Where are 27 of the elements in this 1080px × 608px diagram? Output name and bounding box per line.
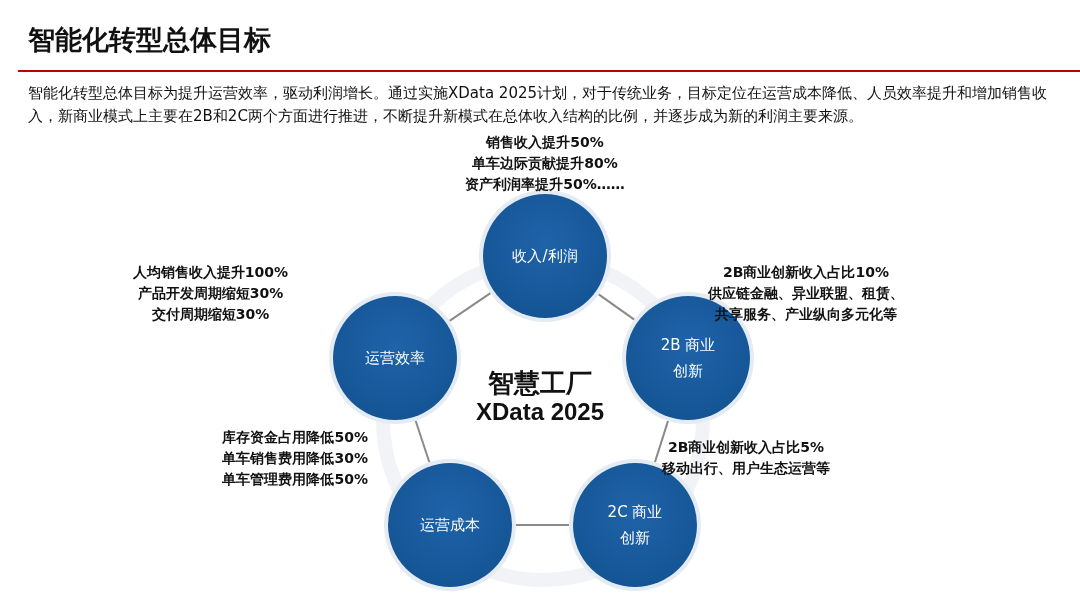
target-text: 资产利润率提升50%…… bbox=[464, 175, 626, 194]
connector-line bbox=[414, 419, 431, 464]
page-title: 智能化转型总体目标 bbox=[28, 23, 271, 57]
target-text: 单车销售费用降低30% bbox=[221, 449, 368, 468]
center-title: 智慧工厂 bbox=[487, 367, 593, 400]
target-text: 单车边际贡献提升80% bbox=[471, 154, 619, 173]
target-text: 库存资金占用降低50% bbox=[221, 428, 368, 447]
intro-paragraph: 智能化转型总体目标为提升运营效率，驱动利润增长。通过实施XData 2025计划，对于传统业务，目标定位在运营成本降低、人员效率提升和增加销售收入，新商业模式上主要在2B和2C两个方面进行推进，不断提升新模式在总体收入结构的比例，并逐步成为新的利润主要来源。 bbox=[28, 83, 1049, 127]
target-text: 2B商业创新收入占比10% bbox=[722, 263, 890, 282]
target-text: 2B商业创新收入占比5% bbox=[666, 438, 826, 457]
circle-label: 运营效率 bbox=[365, 348, 425, 369]
connector-line bbox=[515, 524, 570, 526]
circle-label: 收入/利润 bbox=[512, 246, 578, 267]
connector-line bbox=[597, 293, 636, 321]
circle-label: 2C 商业创新 bbox=[606, 502, 664, 549]
connector-line bbox=[653, 419, 670, 464]
target-text: 产品开发周期缩短30% bbox=[136, 284, 285, 303]
circle-label: 运营成本 bbox=[420, 515, 480, 536]
target-text: 交付周期缩短30% bbox=[150, 305, 271, 324]
connector-line bbox=[448, 292, 492, 322]
center-subtitle: XData 2025 bbox=[474, 398, 606, 426]
target-text: 供应链金融、异业联盟、租赁、共享服务、产业纵向多元化等 bbox=[707, 284, 905, 324]
target-text: 移动出行、用户生态运营等 bbox=[660, 459, 831, 478]
target-text: 单车管理费用降低50% bbox=[221, 470, 368, 489]
circle-label: 2B 商业创新 bbox=[659, 335, 717, 382]
target-text: 销售收入提升50% bbox=[484, 133, 605, 152]
target-text: 人均销售收入提升100% bbox=[131, 263, 290, 282]
